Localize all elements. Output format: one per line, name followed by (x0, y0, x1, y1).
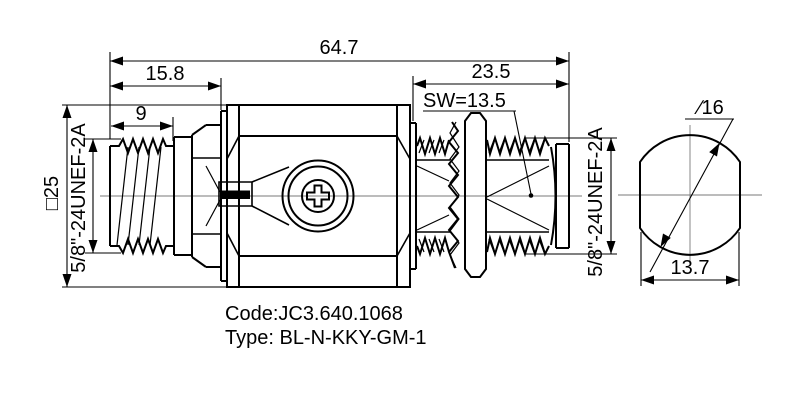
thread-a-hatch (418, 139, 445, 253)
right-flange (410, 122, 417, 270)
screw-middle-circle (287, 165, 349, 227)
dim-64-lines (109, 52, 570, 142)
dimension-right-thread-spec: 5/8"-24UNEF-2A (526, 127, 617, 277)
pin-funnel (251, 166, 290, 226)
code-note: Code:JC3.640.1068 (225, 303, 403, 325)
end-flat-width-label: 13.7 (671, 257, 710, 279)
body-square-label: □25 (41, 176, 63, 210)
dim-right-section-label: 23.5 (472, 61, 511, 83)
thread-a-bottom (416, 234, 450, 258)
dimension-thread-length: 9 (111, 103, 174, 141)
dim-overall-label: 64.7 (320, 37, 359, 59)
type-note: Type: BL-N-KKY-GM-1 (225, 327, 427, 349)
left-thread-dim-lines (85, 138, 121, 254)
left-thread-hatch (116, 146, 162, 246)
right-thread-dim-arrows (606, 138, 616, 254)
left-internal-cone (205, 165, 221, 227)
thread-a-top (416, 134, 450, 158)
thread-c-hatch (488, 139, 545, 253)
lock-washer-edge2 (449, 121, 460, 269)
body-outline (226, 104, 411, 288)
left-thread-top (110, 136, 174, 156)
dim-137-lines (640, 232, 740, 286)
wrench-size-label: SW=13.5 (423, 90, 506, 112)
dim-thread-length-label: 9 (135, 103, 146, 125)
right-thread-spec-label: 5/8"-24UNEF-2A (585, 127, 607, 277)
dimension-end-diameter: ∕16 (649, 97, 734, 273)
dimension-left-thread-spec: 5/8"-24UNEF-2A (68, 123, 121, 273)
left-hex-faces (192, 157, 221, 235)
dimension-end-flat-width: 13.7 (640, 232, 740, 286)
bore-cross-lines (416, 165, 550, 231)
dim-158-arrows (110, 81, 221, 91)
thread-a-roots (417, 159, 450, 233)
dimension-body-square: □25 (41, 104, 227, 288)
dimension-wrench-size: SW=13.5 (423, 90, 534, 198)
center-pin-slot (220, 190, 250, 199)
thread-c-roots (487, 159, 549, 233)
main-body (218, 104, 411, 288)
bulkhead-nut (464, 112, 487, 278)
left-hex-coupling (191, 124, 221, 268)
dim-left-section-label: 15.8 (146, 63, 185, 85)
screw-inner-circle (301, 179, 335, 213)
dimension-overall-length: 64.7 (109, 37, 570, 142)
end-cap (555, 143, 570, 249)
dimension-right-section: 23.5 (412, 61, 569, 121)
title-notes: Code:JC3.640.1068 Type: BL-N-KKY-GM-1 (225, 303, 427, 349)
dim-dia16-arrows (660, 143, 720, 247)
wrench-size-leader (423, 110, 532, 195)
left-step-cylinder (173, 136, 192, 256)
right-thread-dim-lines (526, 137, 617, 255)
dim-sq25-lines (62, 104, 227, 288)
phillips-cross-icon (306, 184, 330, 208)
dimension-left-section: 15.8 (110, 63, 222, 110)
right-connector (410, 112, 570, 278)
left-thread-spec-label: 5/8"-24UNEF-2A (68, 123, 90, 273)
left-thread-bottom (110, 236, 174, 256)
end-view (639, 134, 741, 256)
centerlines (100, 125, 762, 265)
wrench-size-leader-dot (528, 193, 534, 198)
left-thread-dim-arrows (88, 139, 98, 253)
end-diameter-label: ∕16 (693, 97, 724, 119)
endview-outline (639, 134, 741, 256)
dim-9-arrows (111, 121, 173, 131)
body-corner-chamfers (226, 135, 411, 257)
screw-outer-circle (281, 159, 355, 233)
dim-235-lines (412, 76, 569, 121)
